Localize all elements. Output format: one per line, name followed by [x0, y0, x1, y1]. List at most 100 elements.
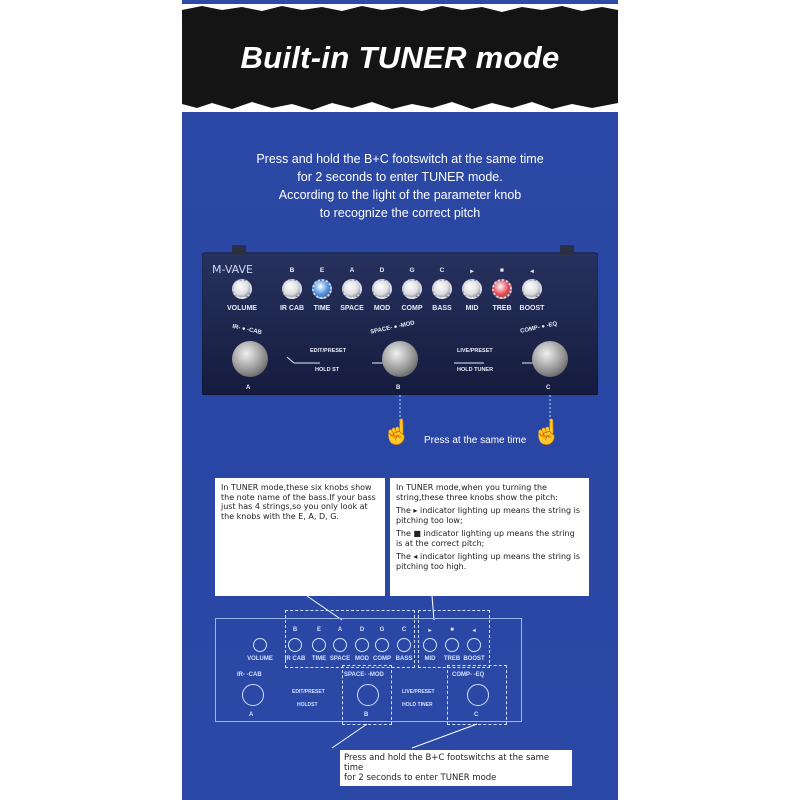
footswitch-c[interactable]: [532, 341, 568, 377]
instruction-line: According to the light of the parameter …: [278, 188, 522, 202]
diagram-footswitch-a: [242, 684, 264, 706]
note-right-line2: The ■ indicator lighting up means the st…: [396, 529, 575, 548]
knob-space[interactable]: [342, 279, 362, 299]
knob-ir-cab[interactable]: [282, 279, 302, 299]
footswitch-b-letter: B: [396, 385, 401, 391]
hold-st-label: HOLD ST: [315, 367, 340, 373]
knob-boost[interactable]: [522, 279, 542, 299]
knob-label: SPACE: [340, 305, 364, 312]
diagram-knob-label: SPACE: [329, 656, 351, 662]
diagram-switch-c-label: COMP- -EQ: [452, 672, 485, 678]
diagram-note-label: B: [292, 627, 298, 633]
diagram-knob: [253, 638, 267, 652]
knob-treb[interactable]: [492, 279, 512, 299]
footswitch-b[interactable]: [382, 341, 418, 377]
instruction-line: Press and hold the B+C footswitch at the…: [256, 152, 544, 166]
knob-volume[interactable]: [232, 279, 252, 299]
diagram-knob-label: TIME: [311, 656, 327, 662]
knob-note-label: E: [319, 267, 325, 274]
knob-note-label: B: [289, 267, 295, 274]
diagram-knob: [397, 638, 411, 652]
diagram-hold-tuner: HOLD TINER: [402, 702, 433, 708]
diagram-hold-st: HOLDST: [297, 702, 318, 708]
title-banner: [182, 4, 618, 112]
bottom-note-line2: for 2 seconds to enter TUNER mode: [344, 773, 497, 783]
bottom-connectors: [331, 723, 478, 749]
press-connectors: [399, 395, 551, 425]
diagram-knob-label: IR CAB: [284, 656, 306, 662]
diagram-knob: [467, 638, 481, 652]
hold-tuner-label: HOLD TUNER: [457, 367, 494, 373]
diagram-switch-a-label: IR- -CAB: [237, 672, 262, 678]
knob-label: COMP: [401, 305, 423, 312]
instruction-line: to recognize the correct pitch: [319, 206, 481, 220]
diagram-knob-label: TREB: [443, 656, 461, 662]
bottom-note: Press and hold the B+C footswitchs at th…: [340, 750, 572, 786]
note-connectors: [306, 595, 435, 621]
diagram-knob: [355, 638, 369, 652]
knob-label: BASS: [432, 305, 452, 312]
diagram-letter-a: A: [249, 712, 254, 718]
knob-note-label: ◂: [530, 268, 534, 275]
knob-note-label: ■: [500, 267, 504, 274]
knob-mid[interactable]: [462, 279, 482, 299]
diagram-knob: [288, 638, 302, 652]
diagram-knob: [423, 638, 437, 652]
brand-logo: M-VAVE: [212, 263, 253, 276]
hand-pointer-icon: ☝: [532, 419, 562, 446]
knob-label: TIME: [313, 305, 331, 312]
note-right: In TUNER mode,when you turning the strin…: [390, 478, 589, 596]
diagram-switch-b-label: SPACE- -MOD: [344, 672, 384, 678]
knob-bass[interactable]: [432, 279, 452, 299]
diagram-note-label: ◂: [472, 628, 476, 634]
diagram-knob-label: BOOST: [463, 656, 485, 662]
hand-pointer-icon: ☝: [382, 419, 412, 446]
instructions: Press and hold the B+C footswitch at the…: [202, 150, 598, 222]
bottom-note-line1: Press and hold the B+C footswitchs at th…: [344, 753, 550, 773]
live-preset-label: LIVE/PRESET: [457, 348, 493, 354]
knob-note-label: G: [409, 267, 415, 274]
knob-mod[interactable]: [372, 279, 392, 299]
diagram-knob-label: MOD: [355, 656, 369, 662]
diagram-note-label: G: [379, 627, 385, 633]
knob-label: TREB: [492, 305, 512, 312]
note-right-intro: In TUNER mode,when you turning the strin…: [396, 483, 558, 502]
torn-edge-bottom: [182, 102, 618, 112]
diagram-note-label: D: [359, 627, 365, 633]
knob-note-label: ▸: [470, 268, 474, 275]
torn-edge-top: [182, 4, 618, 12]
diagram-note-label: ■: [450, 627, 454, 633]
note-left-text: In TUNER mode,these six knobs show the n…: [221, 483, 376, 521]
note-left: In TUNER mode,these six knobs show the n…: [215, 478, 385, 596]
note-right-line1: The ▸ indicator lighting up means the st…: [396, 506, 581, 525]
footswitch-a-letter: A: [246, 385, 251, 391]
diagram-knob: [333, 638, 347, 652]
knob-label: MOD: [373, 305, 391, 312]
diagram-note-label: E: [316, 627, 321, 633]
knob-label: MID: [465, 305, 479, 312]
diagram-edit-preset: EDIT/PRESET: [292, 689, 325, 695]
diagram-knob: [375, 638, 389, 652]
diagram-letter-b: B: [364, 712, 369, 718]
diagram-knob-label: MID: [424, 656, 436, 662]
diagram-live-preset: LIVE/PRESET: [402, 689, 435, 695]
knob-label: BOOST: [519, 305, 545, 312]
banner-title: Built-in TUNER mode: [240, 40, 560, 75]
knob-note-label: A: [349, 267, 355, 274]
diagram-note-label: A: [337, 627, 343, 633]
diagram-footswitch-b: [357, 684, 379, 706]
knob-label: IR CAB: [279, 305, 305, 312]
press-caption: Press at the same time: [424, 435, 527, 446]
diagram-footswitch-c: [467, 684, 489, 706]
knob-note-label: D: [379, 267, 385, 274]
footswitch-a[interactable]: [232, 341, 268, 377]
diagram-knob-label: BASS: [395, 656, 413, 662]
footswitch-c-letter: C: [546, 385, 551, 391]
knob-comp[interactable]: [402, 279, 422, 299]
diagram-knob: [312, 638, 326, 652]
knob-time[interactable]: [312, 279, 332, 299]
diagram-note-label: C: [401, 627, 407, 633]
tuner-poster: Built-in TUNER mode Press and hold the B…: [182, 0, 618, 800]
